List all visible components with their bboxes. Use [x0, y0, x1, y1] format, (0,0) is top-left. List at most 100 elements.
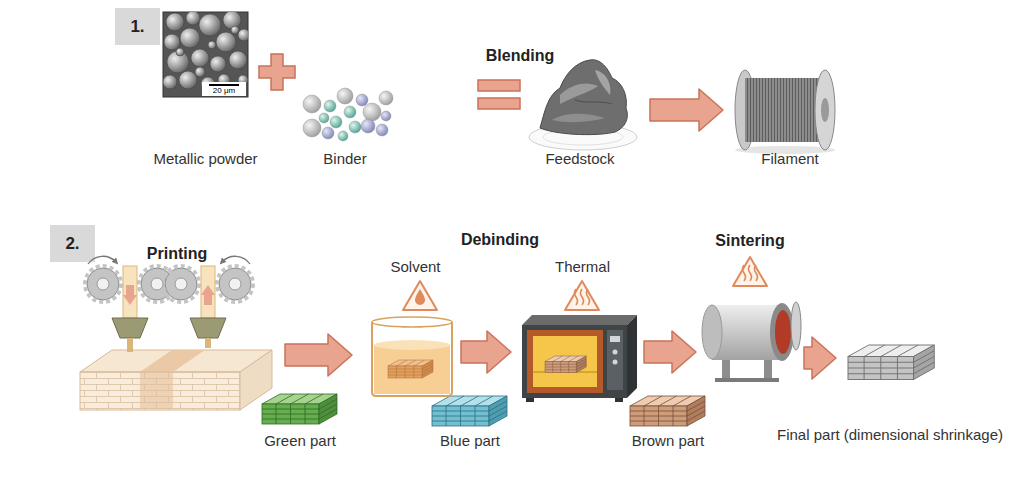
debinding-oven [607, 330, 623, 390]
feedstock-image [529, 60, 637, 150]
filament-spool [735, 70, 835, 154]
caption: Binder [281, 150, 409, 168]
sem-image [216, 32, 236, 52]
binder-spheres [381, 111, 391, 121]
sem-image [163, 75, 177, 89]
debinding-oven [522, 315, 637, 402]
sem-image [229, 51, 247, 69]
debinding-oven [610, 336, 620, 342]
caption: Metallic powder [138, 150, 273, 168]
binder-spheres [376, 124, 388, 136]
final-stage: Final part (dimensional shrinkage) [840, 338, 940, 385]
sintering-furnace [702, 305, 722, 359]
flow-arrow [650, 89, 723, 131]
binder-spheres [303, 95, 321, 113]
printer-illustration [123, 266, 137, 318]
sem-image [179, 71, 197, 89]
step-number-box [115, 8, 160, 45]
printer-illustration [222, 256, 250, 264]
warning-sign [575, 289, 590, 305]
warning-sign [733, 257, 767, 286]
binder-spheres [303, 88, 393, 141]
debinding-oven [545, 356, 586, 373]
printer-illustration [87, 268, 119, 300]
printer-illustration [151, 278, 163, 290]
sem-image [191, 49, 209, 67]
printer-illustration [123, 285, 137, 305]
debinding-oven [615, 398, 623, 402]
binder-spheres [324, 100, 336, 112]
debinding-oven [533, 336, 597, 387]
printer-illustration [97, 278, 241, 290]
printer-illustration [112, 318, 148, 338]
binder-spheres [303, 119, 321, 137]
sintering-furnace [775, 310, 791, 354]
feedstock-stage: Feedstock [530, 55, 638, 150]
feedstock-image [552, 114, 605, 122]
printer-illustration [80, 350, 272, 372]
warning-sign [743, 265, 758, 281]
sem-image [166, 13, 184, 31]
debinding-oven [526, 398, 534, 402]
sem-image [163, 12, 248, 97]
brown-part [630, 396, 705, 426]
caption: Feedstock [516, 150, 644, 168]
binder-spheres [330, 116, 342, 128]
operator-sign [478, 98, 520, 109]
step-heading: Blending [470, 47, 570, 65]
step-number: 2. [50, 234, 95, 254]
step-number: 1. [115, 17, 160, 37]
sintering-furnace [702, 302, 801, 382]
printer-illustration [217, 266, 253, 302]
sem-image [208, 41, 216, 49]
solvent-beaker [372, 322, 452, 396]
printer-illustration [80, 372, 240, 410]
solvent-beaker [388, 360, 433, 378]
debinding-oven [613, 360, 618, 365]
printer-illustration [127, 338, 133, 352]
sem-image [163, 12, 248, 91]
filament-stage: Filament [735, 68, 835, 153]
scale-bar-label: 20 μm [202, 86, 246, 95]
binder-spheres [337, 88, 353, 104]
solvent-beaker [388, 360, 433, 378]
sem-image [231, 26, 239, 34]
flow-arrow [285, 334, 352, 376]
binder-spheres [361, 119, 375, 133]
sintering-stage: Sintering [700, 230, 800, 385]
feedstock-image [575, 100, 612, 104]
step-heading: Printing [132, 245, 222, 263]
sem-image [223, 12, 241, 29]
sem-image [176, 48, 184, 56]
sintering-furnace [715, 378, 779, 382]
filament-spool [745, 78, 825, 142]
solvent-beaker [372, 317, 452, 327]
sem-image [186, 12, 200, 25]
printer-illustration [97, 278, 109, 290]
warning-sign [403, 257, 767, 310]
step-subheading: Thermal [520, 258, 645, 276]
warning-sign [403, 281, 437, 310]
printer-illustration [229, 278, 241, 290]
debinding-oven [522, 315, 637, 325]
operator-sign [259, 54, 520, 109]
sem-image [195, 67, 205, 77]
step-heading: Debinding [450, 231, 550, 249]
binder-spheres [356, 94, 368, 106]
caption: Green part [250, 432, 350, 450]
printer-illustration [205, 338, 211, 348]
flow-arrow [461, 331, 511, 373]
caption: Final part (dimensional shrinkage) [770, 426, 1010, 444]
debinding-oven [527, 330, 603, 393]
feedstock-image [595, 70, 610, 95]
sem-image [209, 84, 239, 86]
blue-part [432, 396, 507, 426]
filament-spool [815, 70, 835, 150]
printer-illustration [85, 266, 253, 302]
warning-sign [415, 289, 425, 305]
green-part [262, 394, 337, 424]
debinding-oven [545, 356, 586, 373]
caption: Blue part [420, 432, 520, 450]
debinding-oven [522, 325, 627, 398]
